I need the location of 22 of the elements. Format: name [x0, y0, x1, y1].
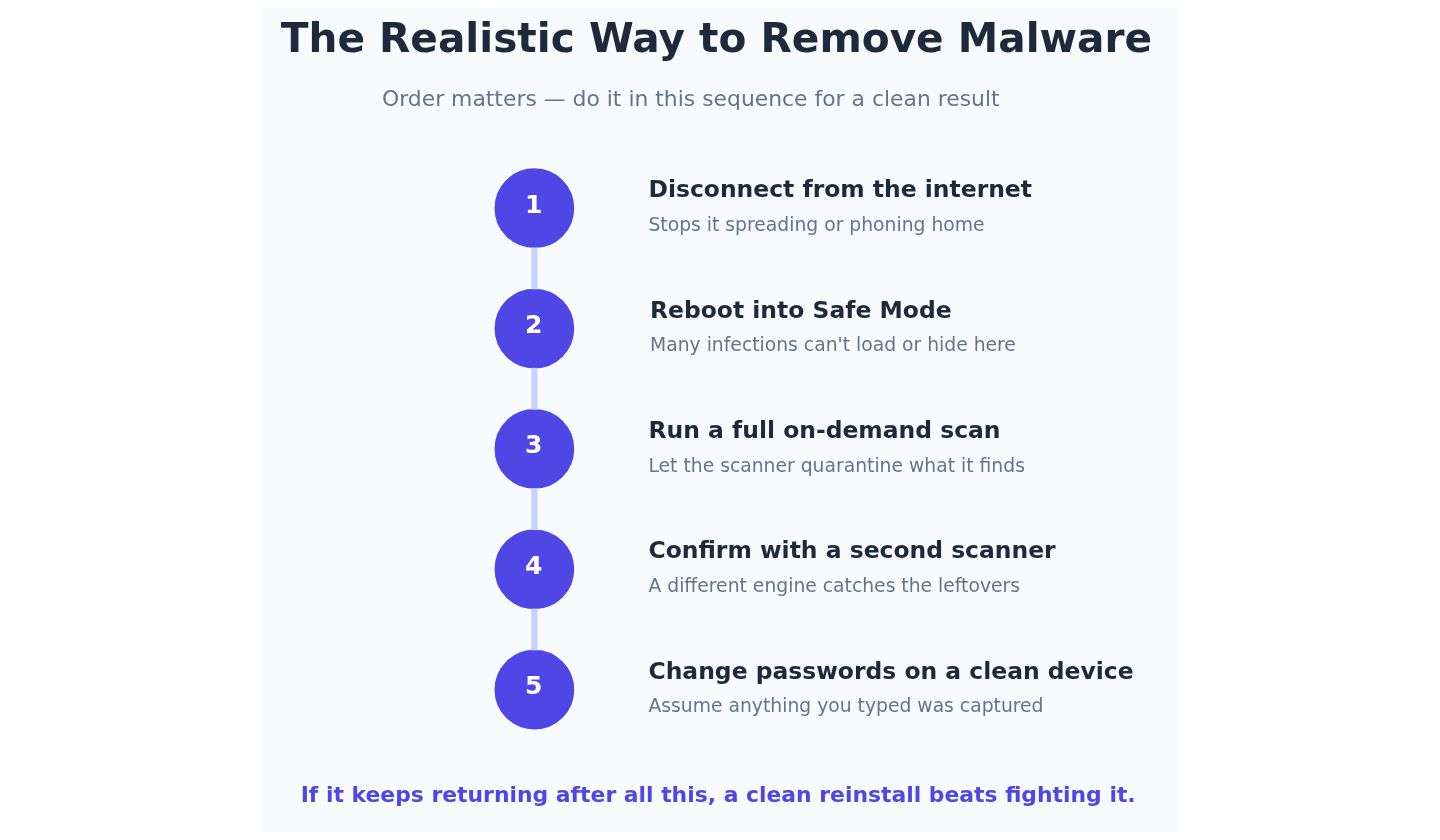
- connector: [531, 247, 538, 290]
- node-circle: 2: [494, 288, 575, 369]
- connector: [531, 488, 538, 531]
- node-label: A different engine catches the leftovers: [648, 575, 1021, 597]
- node-label: Run a full on-demand scan: [648, 415, 1001, 444]
- node-circle: 3: [494, 409, 575, 489]
- connector: [531, 608, 538, 651]
- node-circle: 1: [494, 168, 575, 249]
- node-circle: 4: [494, 529, 575, 610]
- node-label: Change passwords on a clean device: [648, 656, 1134, 685]
- caption: If it keeps returning after all this, a clean reinstall beats fighting it.: [300, 781, 1136, 807]
- label: Order matters — do it in this sequence for a clean result: [381, 86, 1000, 112]
- diagram-title: The Realistic Way to Remove Malware: [280, 13, 1153, 62]
- node-label: Let the scanner quarantine what it finds: [648, 454, 1025, 476]
- node-label: Disconnect from the internet: [648, 175, 1032, 204]
- node-label: Stops it spreading or phoning home: [648, 214, 985, 236]
- node-label: Confirm with a second scanner: [648, 536, 1056, 565]
- connector: [531, 367, 538, 410]
- node-label: Reboot into Safe Mode: [650, 295, 952, 324]
- node-circle: 5: [494, 649, 575, 730]
- node-label: Many infections can't load or hide here: [650, 334, 1016, 356]
- node-label: Assume anything you typed was captured: [648, 695, 1044, 717]
